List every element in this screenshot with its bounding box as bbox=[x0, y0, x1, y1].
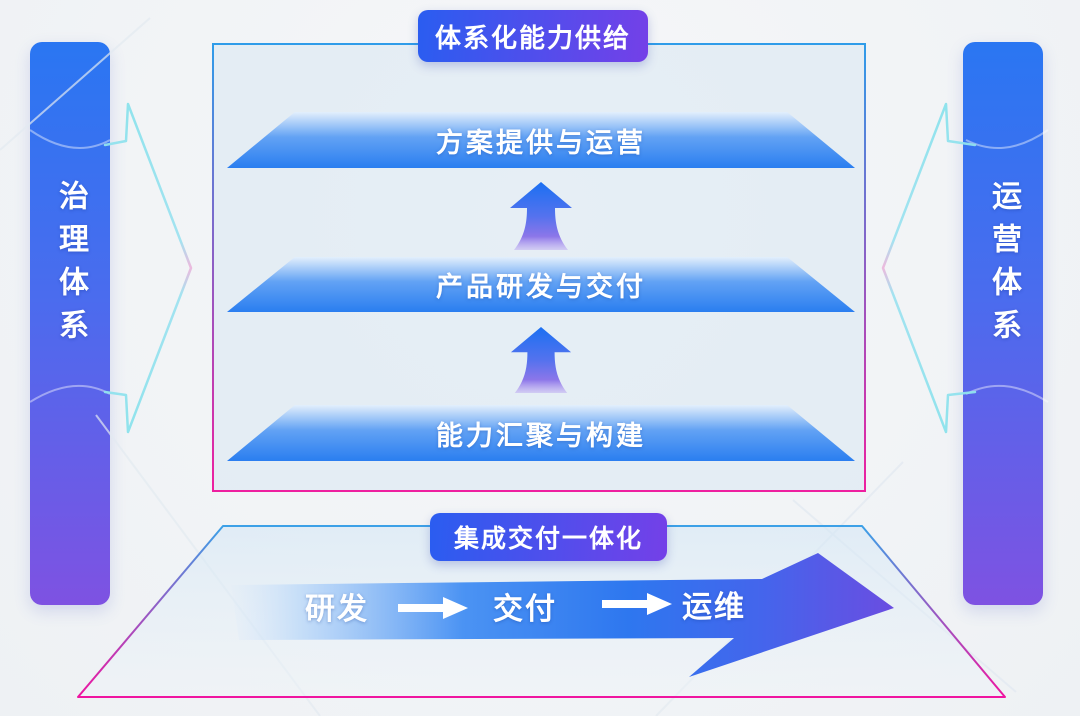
step-om-label: 运维 bbox=[682, 591, 746, 624]
capability-supply-badge-label: 体系化能力供给 bbox=[434, 22, 631, 53]
capability-supply-badge: 体系化能力供给 bbox=[418, 10, 648, 62]
right-arrow-icon bbox=[602, 593, 672, 615]
layer-product-delivery-label: 产品研发与交付 bbox=[436, 272, 646, 302]
governance-pillar-label: 治理体系 bbox=[54, 179, 87, 352]
step-delivery-label: 交付 bbox=[493, 593, 557, 626]
left-chevron-icon bbox=[103, 102, 193, 434]
step-rd-label: 研发 bbox=[305, 593, 369, 626]
right-chevron-icon bbox=[881, 102, 977, 434]
layer-capability-building-label: 能力汇聚与构建 bbox=[436, 420, 646, 451]
layer-solution-operation-label: 方案提供与运营 bbox=[436, 127, 646, 158]
right-arrow-icon bbox=[398, 597, 468, 619]
up-arrow-icon bbox=[510, 327, 572, 393]
pillar-highlight-arcs bbox=[29, 129, 1049, 403]
governance-pillar: 治理体系 bbox=[30, 42, 110, 605]
layer-capability-building: 能力汇聚与构建 bbox=[227, 405, 855, 461]
pipeline-arrow bbox=[231, 553, 894, 677]
operations-pillar-label: 运营体系 bbox=[987, 179, 1020, 352]
layer-solution-operation: 方案提供与运营 bbox=[227, 112, 855, 168]
layer-product-delivery: 产品研发与交付 bbox=[227, 257, 855, 312]
integration-delivery-badge-label: 集成交付一体化 bbox=[453, 525, 643, 553]
up-arrow-icon bbox=[510, 182, 572, 250]
operations-pillar: 运营体系 bbox=[963, 42, 1043, 605]
integration-delivery-badge: 集成交付一体化 bbox=[430, 513, 667, 561]
